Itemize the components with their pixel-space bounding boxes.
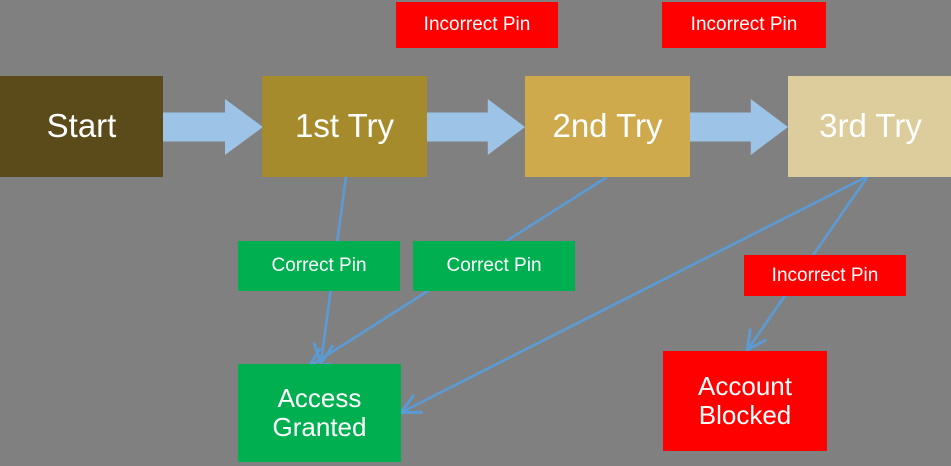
node-label-line: Account bbox=[698, 370, 792, 401]
node-3rd-try[interactable]: 3rd Try bbox=[788, 76, 951, 177]
edge-label-correct-pin-2[interactable]: Correct Pin bbox=[413, 241, 575, 291]
edge-label-incorrect-pin-2[interactable]: Incorrect Pin bbox=[662, 2, 826, 48]
block-arrow-1st-try-to-2nd-try bbox=[427, 99, 525, 155]
node-label-line: 1st Try bbox=[294, 107, 395, 145]
edge-label-correct-pin-1[interactable]: Correct Pin bbox=[238, 241, 400, 291]
edge-label-incorrect-pin-1[interactable]: Incorrect Pin bbox=[396, 2, 558, 48]
block-arrow-start-to-1st-try bbox=[163, 99, 263, 155]
node-start[interactable]: Start bbox=[0, 76, 163, 177]
block-arrow-2nd-try-to-3rd-try bbox=[690, 99, 788, 155]
node-label-line: 3rd Try bbox=[819, 107, 922, 145]
edge-label-incorrect-pin-3[interactable]: Incorrect Pin bbox=[744, 255, 906, 296]
node-label-line: 2nd Try bbox=[552, 107, 663, 145]
node-2nd-try[interactable]: 2nd Try bbox=[525, 76, 690, 177]
node-label-line: Blocked bbox=[698, 400, 792, 430]
node-label-line: Access bbox=[277, 382, 362, 413]
node-label-line: Start bbox=[46, 107, 117, 145]
node-label-line: Granted bbox=[272, 412, 367, 442]
node-1st-try[interactable]: 1st Try bbox=[262, 76, 427, 177]
